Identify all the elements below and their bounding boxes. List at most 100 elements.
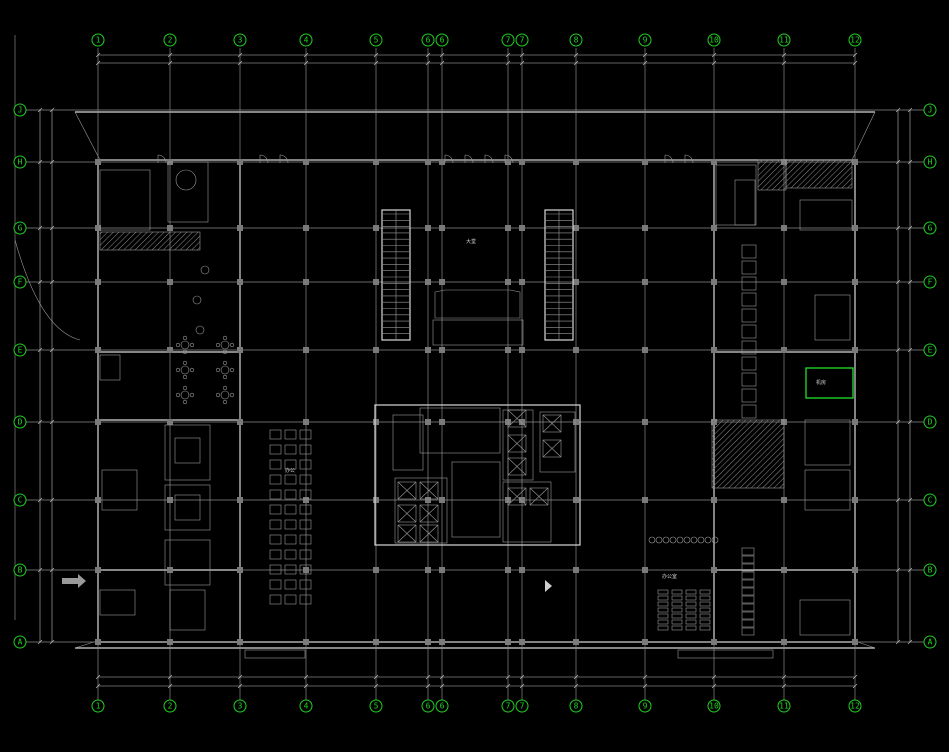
column — [303, 419, 309, 425]
column — [303, 225, 309, 231]
column — [439, 419, 445, 425]
svg-text:3: 3 — [238, 702, 243, 711]
column — [303, 347, 309, 353]
column — [505, 225, 511, 231]
left-core — [99, 161, 209, 616]
column — [642, 279, 648, 285]
svg-text:1: 1 — [96, 702, 101, 711]
axis-bubble: G — [923, 221, 937, 235]
axis-bubble: D — [13, 415, 27, 429]
column — [167, 225, 173, 231]
column — [519, 225, 525, 231]
dimension-lines — [39, 54, 911, 687]
column — [505, 639, 511, 645]
axis-bubble: 5 — [369, 699, 383, 713]
column — [519, 159, 525, 165]
axis-bubble: 12 — [848, 699, 862, 713]
axis-bubble: J — [13, 103, 27, 117]
svg-text:H: H — [18, 158, 23, 167]
svg-text:9: 9 — [643, 702, 648, 711]
axis-bubble: 2 — [163, 699, 177, 713]
column — [781, 347, 787, 353]
column — [781, 279, 787, 285]
column — [237, 159, 243, 165]
column — [711, 159, 717, 165]
svg-text:1: 1 — [96, 36, 101, 45]
escalator-steps — [383, 213, 572, 335]
column — [303, 279, 309, 285]
svg-text:2: 2 — [168, 702, 173, 711]
column — [711, 279, 717, 285]
column — [573, 347, 579, 353]
svg-text:2: 2 — [168, 36, 173, 45]
column — [95, 347, 101, 353]
right-core — [711, 159, 853, 636]
column — [373, 279, 379, 285]
column — [237, 567, 243, 573]
column — [167, 639, 173, 645]
column — [303, 567, 309, 573]
svg-text:7: 7 — [506, 702, 511, 711]
column — [425, 497, 431, 503]
axis-bubble: J — [923, 103, 937, 117]
column — [439, 225, 445, 231]
column — [573, 497, 579, 503]
svg-text:12: 12 — [850, 702, 860, 711]
column — [642, 497, 648, 503]
svg-text:8: 8 — [574, 702, 579, 711]
column — [519, 567, 525, 573]
svg-text:E: E — [18, 346, 23, 355]
axis-bubble: B — [13, 563, 27, 577]
axis-bubble: 11 — [777, 699, 791, 713]
column — [237, 225, 243, 231]
axis-bubble: 10 — [707, 33, 721, 47]
axis-bubble: 6 — [435, 33, 449, 47]
column — [711, 639, 717, 645]
svg-text:11: 11 — [779, 702, 789, 711]
column — [167, 419, 173, 425]
axis-bubble: G — [13, 221, 27, 235]
axis-bubble: 5 — [369, 33, 383, 47]
label-north-office: 办公 — [285, 467, 295, 474]
label-south-office: 办公室 — [662, 573, 677, 580]
column — [95, 225, 101, 231]
column — [167, 497, 173, 503]
column — [852, 159, 858, 165]
svg-text:6: 6 — [440, 36, 445, 45]
svg-text:A: A — [928, 638, 933, 647]
column — [852, 639, 858, 645]
column — [167, 567, 173, 573]
column — [781, 497, 787, 503]
column — [573, 225, 579, 231]
svg-text:D: D — [18, 418, 23, 427]
column — [642, 567, 648, 573]
axis-bubble: A — [13, 635, 27, 649]
column — [852, 225, 858, 231]
axis-bubble: 1 — [91, 33, 105, 47]
axis-bubble: 7 — [501, 33, 515, 47]
column — [373, 419, 379, 425]
svg-text:4: 4 — [304, 36, 309, 45]
svg-text:10: 10 — [709, 36, 719, 45]
svg-text:4: 4 — [304, 702, 309, 711]
column — [519, 639, 525, 645]
axis-bubble: C — [923, 493, 937, 507]
axis-bubble: C — [13, 493, 27, 507]
column — [781, 225, 787, 231]
axis-bubble: 9 — [638, 33, 652, 47]
svg-text:3: 3 — [238, 36, 243, 45]
column — [642, 419, 648, 425]
column — [852, 279, 858, 285]
column — [425, 419, 431, 425]
column — [303, 159, 309, 165]
axis-bubble: B — [923, 563, 937, 577]
svg-text:6: 6 — [426, 36, 431, 45]
column — [373, 347, 379, 353]
column — [519, 497, 525, 503]
svg-text:10: 10 — [709, 702, 719, 711]
axis-bubble: 3 — [233, 33, 247, 47]
column — [519, 279, 525, 285]
left-rooms — [164, 424, 211, 631]
column — [711, 347, 717, 353]
